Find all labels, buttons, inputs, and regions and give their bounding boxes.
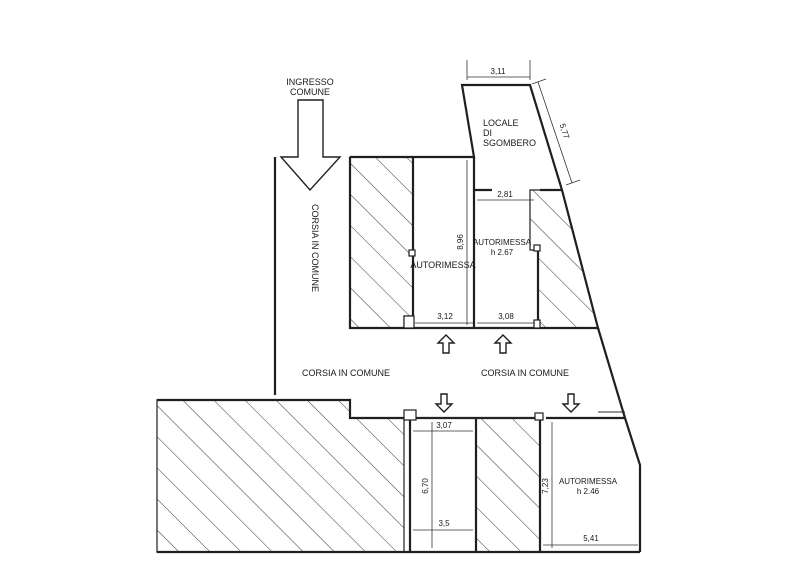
right-outer-wall bbox=[596, 327, 642, 552]
corsia-right-label: CORSIA IN COMUNE bbox=[481, 368, 569, 378]
dim-text-670: 6,70 bbox=[421, 478, 430, 494]
autorimessa-267-label-line-2: h 2.67 bbox=[491, 248, 514, 257]
corsia-left-label: CORSIA IN COMUNE bbox=[302, 368, 390, 378]
entrance-label-line-2: COMUNE bbox=[290, 87, 330, 97]
pillar-5 bbox=[408, 249, 416, 257]
pillar-1 bbox=[403, 315, 415, 329]
pillar-4 bbox=[534, 412, 544, 421]
dim-text-577: 5,77 bbox=[558, 122, 572, 140]
autorimessa-246-label-line-1: AUTORIMESSA bbox=[559, 477, 618, 486]
upper-block-wall bbox=[348, 83, 600, 330]
pillar-3 bbox=[403, 409, 417, 421]
pillar-2 bbox=[533, 319, 541, 329]
hatched-area-bottom-left bbox=[156, 399, 405, 553]
arrow-up-icon-1 bbox=[436, 334, 456, 354]
arrow-down-icon-2 bbox=[561, 393, 581, 413]
locale-sgombero-wall bbox=[472, 157, 492, 192]
hatched-area-left-garage bbox=[349, 156, 414, 329]
locale-label-line-3: SGOMBERO bbox=[483, 138, 536, 148]
dim-text-311: 3,11 bbox=[491, 67, 507, 76]
locale-label-line-2: DI bbox=[483, 128, 492, 138]
autorimessa-267-label-line-1: AUTORIMESSA bbox=[473, 238, 532, 247]
dim-line-577 bbox=[537, 81, 573, 184]
corsia-vertical-label: CORSIA IN COMUNE bbox=[310, 204, 320, 292]
dim-text-281: 2,81 bbox=[497, 190, 513, 199]
entrance-arrow-icon bbox=[279, 99, 342, 192]
entrance-label-line-1: INGRESSO bbox=[286, 77, 334, 87]
locale-label-line-1: LOCALE bbox=[483, 118, 519, 128]
dim-text-307: 3,07 bbox=[436, 421, 452, 430]
dim-tick-577-b bbox=[565, 179, 581, 186]
dim-text-308: 3,08 bbox=[498, 312, 514, 321]
arrow-up-icon-2 bbox=[493, 334, 513, 354]
dim-text-723: 7,23 bbox=[541, 478, 550, 494]
pillar-6 bbox=[533, 244, 541, 252]
hatched-area-bottom-middle bbox=[475, 417, 541, 553]
autorimessa-main-label: AUTORIMESSA bbox=[410, 260, 475, 270]
dim-text-312: 3,12 bbox=[437, 312, 453, 321]
dim-text-35: 3,5 bbox=[438, 519, 450, 528]
dim-text-896: 8,96 bbox=[456, 234, 465, 250]
lower-block-wall bbox=[157, 398, 404, 420]
hatched-area-right-wedge bbox=[529, 189, 599, 329]
arrow-down-icon-1 bbox=[434, 393, 454, 413]
dim-text-541: 5,41 bbox=[583, 534, 599, 543]
autorimessa-246-label-line-2: h 2.46 bbox=[577, 487, 600, 496]
dim-tick-577-a bbox=[531, 78, 547, 85]
